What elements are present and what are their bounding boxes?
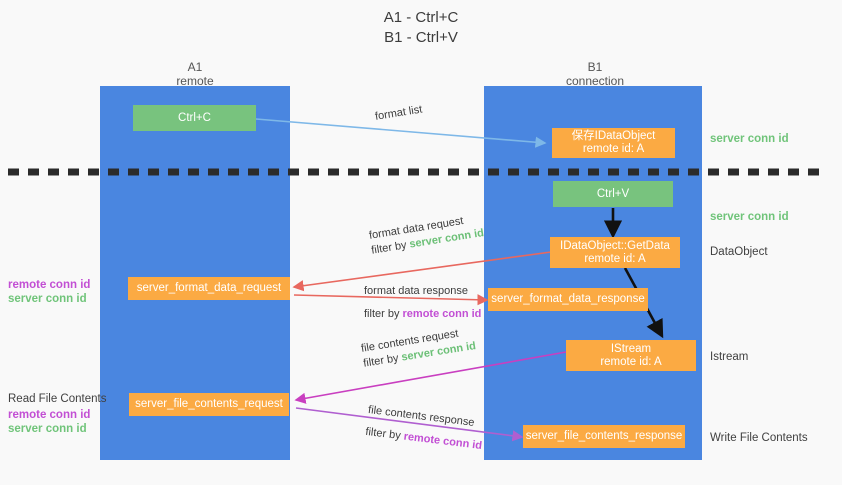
column-b1-sub: connection [565, 74, 625, 88]
node-server-format-data-response-label: server_format_data_response [491, 293, 645, 305]
node-save-idataobject-line1: 保存IDataObject [571, 130, 656, 142]
right-label-server-conn-id-top: server conn id [710, 133, 789, 145]
edge-label-format-list-text: format list [374, 103, 424, 123]
remote-conn-id-text-1: remote conn id [402, 308, 482, 320]
edge-label-format-list: format list [374, 103, 423, 125]
edge-label-file-contents-response: file contents response filter by remote … [364, 403, 485, 454]
title-line-2: B1 - Ctrl+V [384, 29, 458, 46]
column-a1-sub: remote [176, 74, 214, 88]
node-server-file-contents-request-label: server_file_contents_request [135, 398, 283, 410]
left-remote-conn-id-2: remote conn id [8, 409, 91, 421]
edge-label-format-data-response: format data response filter by remote co… [364, 284, 481, 322]
column-header-a1: A1 remote [135, 60, 255, 88]
node-ctrl-v-label: Ctrl+V [596, 187, 630, 200]
filter-by-text-4: filter by [364, 425, 402, 443]
left-remote-conn-id-1: remote conn id [8, 279, 91, 291]
left-label-read-file-contents: Read File Contents remote conn id server… [8, 392, 106, 436]
left-label-conn-ids-1: remote conn id server conn id [8, 278, 90, 306]
edge-format-data-response-text: format data response [364, 285, 468, 297]
node-idataobject-getdata[interactable]: IDataObject::GetData remote id: A [550, 237, 680, 268]
right-label-server-conn-id-mid: server conn id [710, 211, 789, 223]
node-save-idataobject[interactable]: 保存IDataObject remote id: A [552, 128, 675, 158]
node-ctrl-v[interactable]: Ctrl+V [553, 181, 673, 207]
column-a1-name: A1 [187, 60, 203, 74]
filter-by-text-2: filter by [364, 308, 400, 320]
remote-conn-id-text-2: remote conn id [402, 430, 483, 453]
node-server-format-data-request-label: server_format_data_request [136, 282, 282, 294]
filter-by-text-3: filter by [362, 352, 400, 370]
edge-format-data-response-filter: filter by remote conn id [364, 307, 481, 322]
node-getdata-line2: remote id: A [584, 252, 646, 265]
node-save-idataobject-line2: remote id: A [582, 143, 645, 155]
node-server-format-data-request[interactable]: server_format_data_request [128, 277, 290, 300]
node-server-file-contents-response[interactable]: server_file_contents_response [523, 425, 685, 448]
node-server-format-data-response[interactable]: server_format_data_response [488, 288, 648, 311]
node-ctrl-c[interactable]: Ctrl+C [133, 105, 256, 131]
edge-label-format-data-request: format data request filter by server con… [368, 211, 485, 258]
node-istream-line2: remote id: A [600, 355, 662, 368]
node-istream-line1: IStream [610, 342, 652, 355]
node-ctrl-c-label: Ctrl+C [178, 111, 211, 124]
left-server-conn-id-2: server conn id [8, 423, 87, 435]
right-label-dataobject: DataObject [710, 246, 768, 258]
page-title: A1 - Ctrl+C B1 - Ctrl+V [0, 8, 842, 48]
node-getdata-line1: IDataObject::GetData [560, 239, 670, 252]
right-label-write-file-contents: Write File Contents [710, 432, 808, 444]
filter-by-text-1: filter by [370, 239, 408, 257]
left-server-conn-id-1: server conn id [8, 293, 87, 305]
column-header-b1: B1 connection [535, 60, 655, 88]
node-server-file-contents-request[interactable]: server_file_contents_request [129, 393, 289, 416]
node-server-file-contents-response-label: server_file_contents_response [525, 430, 683, 442]
column-b1-name: B1 [587, 60, 603, 74]
read-file-contents-text: Read File Contents [8, 393, 107, 405]
edge-label-file-contents-request: file contents request filter by server c… [360, 324, 477, 371]
node-istream[interactable]: IStream remote id: A [566, 340, 696, 371]
title-line-1: A1 - Ctrl+C [383, 9, 459, 26]
right-label-istream: Istream [710, 351, 749, 363]
